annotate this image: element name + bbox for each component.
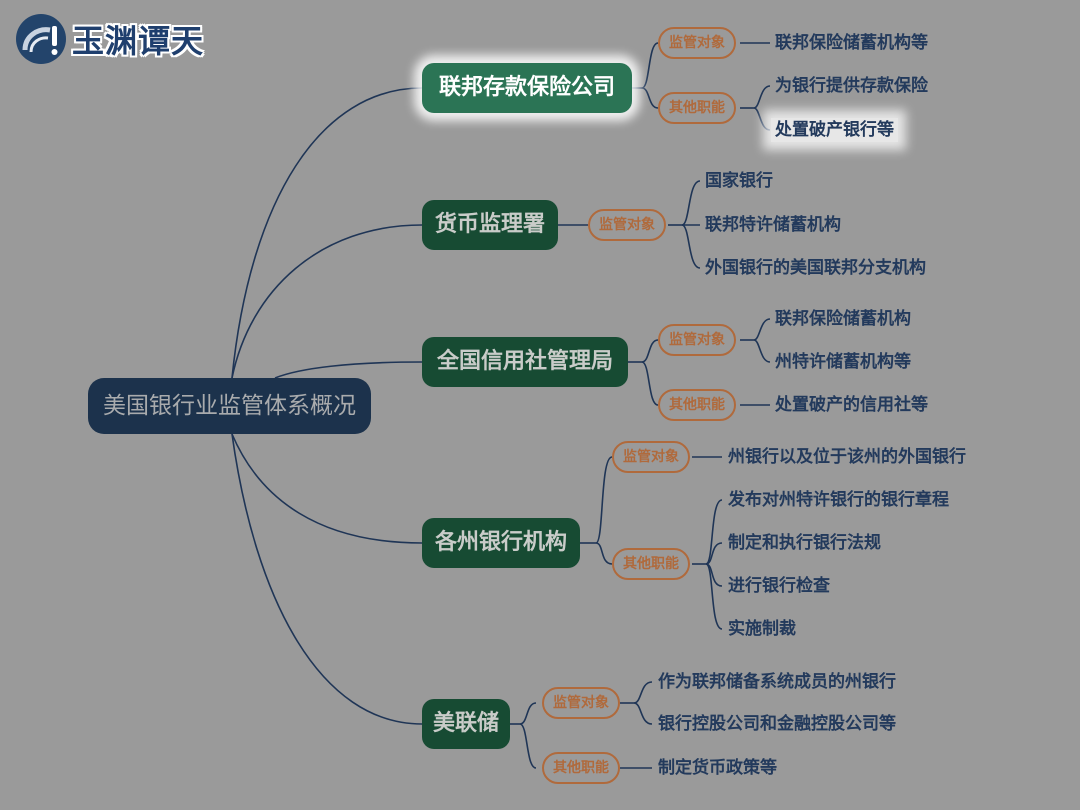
root-node[interactable]: 美国银行业监管体系概况: [88, 378, 371, 434]
branch-fdic[interactable]: 联邦存款保险公司: [422, 63, 632, 113]
leaf-item[interactable]: 联邦保险储蓄机构等: [775, 33, 928, 53]
leaf-item[interactable]: 制定和执行银行法规: [728, 533, 881, 553]
brand-logo: 玉渊谭天: [16, 14, 204, 64]
branch-fed[interactable]: 美联储: [422, 699, 510, 749]
tag-other-functions[interactable]: 其他职能: [658, 92, 736, 124]
leaf-item[interactable]: 处置破产的信用社等: [775, 395, 928, 415]
branch-occ[interactable]: 货币监理署: [422, 200, 558, 250]
leaf-item[interactable]: 为银行提供存款保险: [775, 76, 928, 96]
leaf-item[interactable]: 银行控股公司和金融控股公司等: [658, 714, 896, 734]
tag-other-functions[interactable]: 其他职能: [542, 752, 620, 784]
tag-supervision-target[interactable]: 监管对象: [612, 441, 690, 473]
tag-other-functions[interactable]: 其他职能: [658, 389, 736, 421]
branch-ncua[interactable]: 全国信用社管理局: [422, 337, 628, 387]
leaf-item[interactable]: 发布对州特许银行的银行章程: [728, 490, 949, 510]
branch-state-banking[interactable]: 各州银行机构: [422, 518, 580, 568]
tag-other-functions[interactable]: 其他职能: [612, 548, 690, 580]
leaf-item[interactable]: 制定货币政策等: [658, 758, 777, 778]
tag-supervision-target[interactable]: 监管对象: [658, 324, 736, 356]
tag-supervision-target[interactable]: 监管对象: [542, 687, 620, 719]
leaf-item[interactable]: 联邦保险储蓄机构: [775, 309, 911, 329]
leaf-item-highlighted[interactable]: 处置破产银行等: [771, 118, 898, 142]
leaf-item[interactable]: 外国银行的美国联邦分支机构: [705, 258, 926, 278]
leaf-item[interactable]: 实施制裁: [728, 619, 796, 639]
tag-supervision-target[interactable]: 监管对象: [658, 27, 736, 59]
leaf-item[interactable]: 州银行以及位于该州的外国银行: [728, 447, 966, 467]
leaf-item[interactable]: 联邦特许储蓄机构: [705, 215, 841, 235]
leaf-item[interactable]: 作为联邦储备系统成员的州银行: [658, 672, 896, 692]
leaf-item[interactable]: 国家银行: [705, 171, 773, 191]
leaf-item[interactable]: 进行银行检查: [728, 576, 830, 596]
wave-exclamation-logo-icon: [16, 14, 66, 64]
tag-supervision-target[interactable]: 监管对象: [588, 209, 666, 241]
leaf-item[interactable]: 州特许储蓄机构等: [775, 352, 911, 372]
brand-name: 玉渊谭天: [72, 22, 205, 60]
